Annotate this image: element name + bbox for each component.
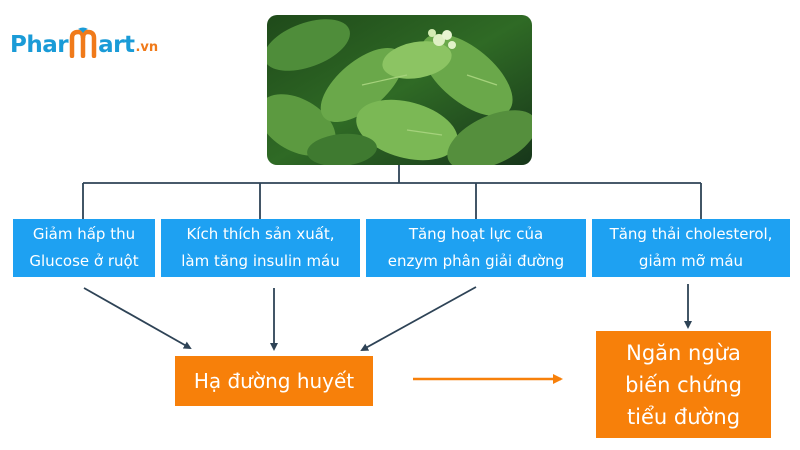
leaves-photo xyxy=(267,15,532,165)
effect-box-glucose: Giảm hấp thu Glucose ở ruột xyxy=(13,219,155,277)
logo-text-end: art xyxy=(98,32,135,58)
effect-box-enzyme: Tăng hoạt lực của enzym phân giải đường xyxy=(366,219,586,277)
m-logo-icon xyxy=(69,26,97,59)
arrow-1 xyxy=(83,287,192,349)
logo-text-start: Phar xyxy=(10,32,69,58)
arrow-3 xyxy=(360,286,477,351)
effect-box-cholesterol: Tăng thải cholesterol, giảm mỡ máu xyxy=(592,219,790,277)
logo-tld: .vn xyxy=(135,40,159,55)
pharmart-logo[interactable]: Phar art .vn xyxy=(10,14,159,59)
outcome-box-complication-prevention: Ngăn ngừa biến chứng tiểu đường xyxy=(596,331,771,438)
outcome-box-glucose-lowering: Hạ đường huyết xyxy=(175,356,373,406)
effect-box-insulin: Kích thích sản xuất, làm tăng insulin má… xyxy=(161,219,360,277)
